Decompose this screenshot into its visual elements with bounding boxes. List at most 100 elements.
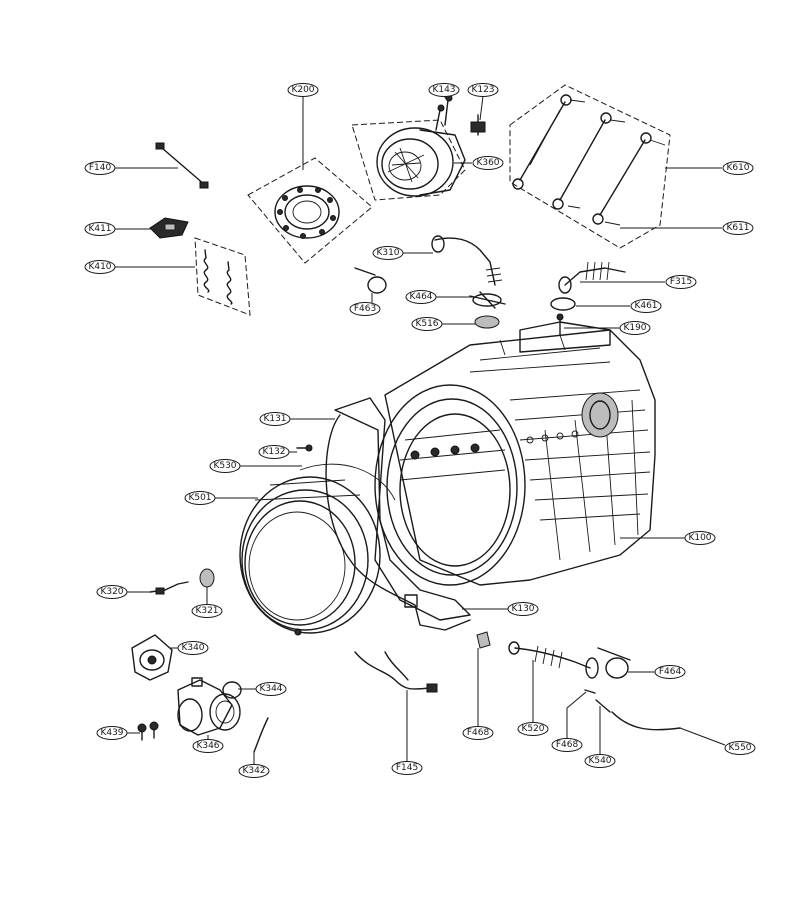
label-f463: F463 bbox=[349, 302, 381, 316]
harness-f140 bbox=[155, 142, 209, 189]
label-k410: K410 bbox=[84, 260, 116, 274]
svg-text:F468: F468 bbox=[467, 728, 490, 738]
svg-text:K310: K310 bbox=[376, 248, 399, 258]
svg-text:K411: K411 bbox=[88, 224, 111, 234]
clamp-f464 bbox=[597, 647, 631, 679]
svg-text:K321: K321 bbox=[195, 606, 218, 616]
label-k461: K461 bbox=[630, 299, 662, 313]
springs-k410 bbox=[194, 237, 251, 316]
label-k123: K123 bbox=[467, 83, 499, 97]
label-k360: K360 bbox=[472, 156, 504, 170]
label-k100: K100 bbox=[684, 531, 716, 545]
hose-f315 bbox=[558, 261, 626, 294]
svg-text:K610: K610 bbox=[726, 163, 749, 173]
part-k321 bbox=[199, 568, 215, 588]
tub-assembly bbox=[384, 321, 656, 586]
label-k346: K346 bbox=[192, 739, 224, 753]
label-k130: K130 bbox=[507, 602, 539, 616]
label-k340: K340 bbox=[177, 641, 209, 655]
leader-lines bbox=[115, 95, 726, 765]
shock-absorbers bbox=[509, 84, 671, 249]
hose-k342 bbox=[253, 717, 269, 753]
harness-f145 bbox=[354, 651, 438, 693]
ring-k464 bbox=[472, 293, 502, 307]
svg-text:F464: F464 bbox=[659, 667, 682, 677]
svg-text:K520: K520 bbox=[521, 724, 544, 734]
svg-text:F463: F463 bbox=[354, 304, 376, 314]
svg-text:K340: K340 bbox=[181, 643, 204, 653]
svg-text:K143: K143 bbox=[432, 85, 455, 95]
svg-text:K130: K130 bbox=[511, 604, 534, 614]
pump-k340 bbox=[131, 634, 173, 681]
label-k200: K200 bbox=[287, 83, 319, 97]
svg-text:K550: K550 bbox=[728, 743, 751, 753]
drum-parts bbox=[247, 119, 466, 264]
seal-k516 bbox=[474, 315, 500, 329]
label-k520: K520 bbox=[517, 722, 549, 736]
svg-text:K346: K346 bbox=[196, 741, 219, 751]
label-k464: K464 bbox=[405, 290, 437, 304]
label-k320: K320 bbox=[96, 585, 128, 599]
svg-text:F468: F468 bbox=[556, 740, 579, 750]
label-k611: K611 bbox=[722, 221, 754, 235]
label-k131: K131 bbox=[259, 412, 291, 426]
svg-text:K461: K461 bbox=[634, 301, 657, 311]
door-gasket bbox=[239, 476, 381, 636]
label-k439: K439 bbox=[96, 726, 128, 740]
hose-k310 bbox=[431, 235, 503, 286]
label-f140: F140 bbox=[84, 161, 116, 175]
svg-text:K342: K342 bbox=[242, 766, 265, 776]
svg-text:K344: K344 bbox=[259, 684, 282, 694]
label-k143: K143 bbox=[428, 83, 460, 97]
svg-text:K439: K439 bbox=[100, 728, 123, 738]
label-k550: K550 bbox=[724, 741, 756, 755]
svg-text:K100: K100 bbox=[688, 533, 711, 543]
svg-text:F145: F145 bbox=[396, 763, 418, 773]
clamp-f463 bbox=[354, 267, 387, 294]
label-k516: K516 bbox=[411, 317, 443, 331]
ring-k461 bbox=[550, 297, 576, 311]
screws-k439 bbox=[137, 721, 159, 741]
svg-text:K516: K516 bbox=[415, 319, 438, 329]
svg-text:K540: K540 bbox=[588, 756, 611, 766]
label-k610: K610 bbox=[722, 161, 754, 175]
svg-text:K530: K530 bbox=[213, 461, 236, 471]
bracket-k411 bbox=[149, 217, 189, 239]
svg-text:K132: K132 bbox=[262, 447, 285, 457]
svg-text:K123: K123 bbox=[471, 85, 494, 95]
label-k321: K321 bbox=[191, 604, 223, 618]
bolts-top bbox=[435, 94, 486, 136]
svg-text:K131: K131 bbox=[263, 414, 286, 424]
svg-text:K320: K320 bbox=[100, 587, 123, 597]
label-k190: K190 bbox=[619, 321, 651, 335]
svg-text:K190: K190 bbox=[623, 323, 646, 333]
label-f464: F464 bbox=[654, 665, 686, 679]
hose-k550 bbox=[611, 711, 681, 731]
gasket-clamp-wire bbox=[299, 463, 396, 501]
sensor-k320 bbox=[149, 581, 189, 595]
svg-text:K360: K360 bbox=[476, 158, 499, 168]
sensor-f468 bbox=[476, 631, 491, 649]
label-k411: K411 bbox=[84, 222, 116, 236]
svg-text:K464: K464 bbox=[409, 292, 432, 302]
hose-k520 bbox=[508, 641, 599, 679]
label-k132: K132 bbox=[258, 445, 290, 459]
label-f468b: F468 bbox=[551, 738, 583, 752]
pump-housing bbox=[177, 677, 242, 736]
svg-text:F315: F315 bbox=[670, 277, 692, 287]
label-k342: K342 bbox=[238, 764, 270, 778]
label-f145: F145 bbox=[391, 761, 423, 775]
svg-text:F140: F140 bbox=[89, 163, 112, 173]
svg-text:K410: K410 bbox=[88, 262, 111, 272]
label-k501: K501 bbox=[184, 491, 216, 505]
label-k344: K344 bbox=[255, 682, 287, 696]
fitting-k540 bbox=[595, 699, 611, 713]
tub-front bbox=[325, 384, 526, 631]
svg-text:K200: K200 bbox=[291, 85, 314, 95]
svg-text:K501: K501 bbox=[188, 493, 211, 503]
label-k530: K530 bbox=[209, 459, 241, 473]
svg-text:K611: K611 bbox=[726, 223, 749, 233]
label-k540: K540 bbox=[584, 754, 616, 768]
star-k464 bbox=[469, 291, 506, 309]
